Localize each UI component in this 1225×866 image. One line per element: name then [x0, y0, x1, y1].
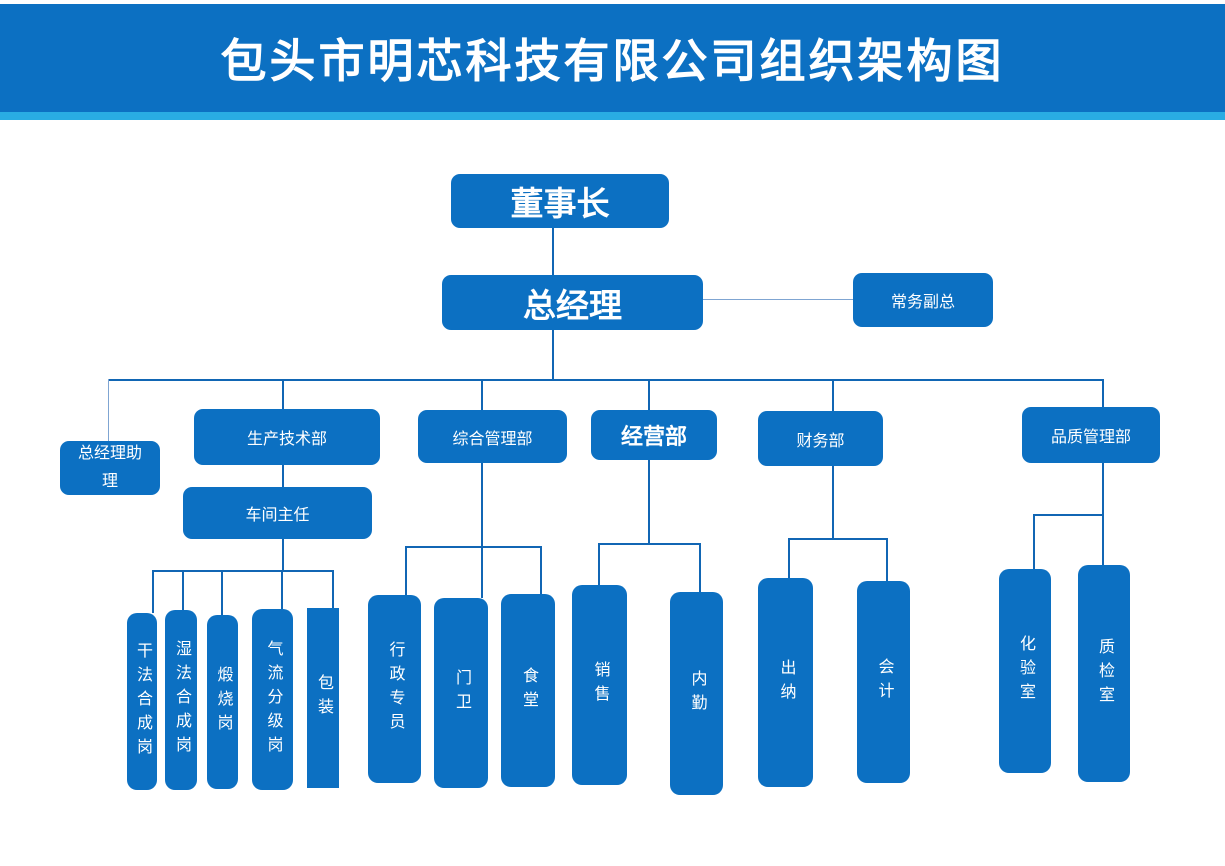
connector-line [108, 379, 109, 441]
node-general-manager: 总经理 [442, 275, 703, 330]
node-finance-dept: 财务部 [758, 411, 883, 466]
connector-line [108, 379, 1104, 381]
connector-line [182, 570, 184, 610]
node-label: 湿法合成岗 [173, 640, 190, 760]
title-banner: 包头市明芯科技有限公司组织架构图 [0, 4, 1225, 112]
connector-line [1033, 514, 1035, 569]
connector-line [481, 546, 483, 598]
node-inspection-room: 质检室 [1078, 565, 1130, 782]
node-label: 质检室 [1096, 637, 1113, 710]
connector-line [788, 538, 790, 578]
connector-line [598, 543, 600, 585]
node-production-tech-dept: 生产技术部 [194, 409, 380, 465]
connector-line [481, 379, 483, 410]
node-label: 干法合成岗 [134, 641, 151, 762]
node-label: 会计 [875, 658, 893, 706]
banner-accent-stripe [0, 112, 1225, 120]
node-label: 内勤 [688, 669, 706, 718]
node-label: 董事长 [510, 185, 610, 222]
connector-line [1102, 379, 1104, 407]
node-label: 行政专员 [386, 641, 404, 737]
node-label: 常务副总 [890, 294, 955, 311]
node-label: 生产技术部 [246, 431, 327, 448]
node-cashier: 出纳 [758, 578, 813, 787]
node-wet-synthesis-post: 湿法合成岗 [165, 610, 197, 790]
node-label: 总经理 [523, 286, 622, 324]
node-calcination-post: 煅烧岗 [207, 615, 238, 789]
connector-line [648, 379, 650, 410]
node-label: 气流分级岗 [264, 639, 282, 760]
node-label: 车间主任 [245, 507, 310, 524]
connector-line [281, 570, 283, 609]
connector-line [152, 570, 334, 572]
connector-line [703, 299, 853, 300]
connector-line [832, 466, 834, 538]
node-label: 品质管理部 [1050, 429, 1131, 446]
connector-line [1033, 514, 1104, 516]
connector-line [282, 539, 284, 570]
connector-line [788, 538, 888, 540]
connector-line [481, 463, 483, 546]
node-gate-guard: 门卫 [434, 598, 488, 788]
connector-line [282, 379, 284, 409]
page-title: 包头市明芯科技有限公司组织架构图 [220, 35, 1005, 87]
connector-line [152, 570, 154, 613]
node-office-support: 内勤 [670, 592, 723, 795]
node-label: 出纳 [777, 658, 795, 707]
node-admin-specialist: 行政专员 [368, 595, 421, 783]
node-operations-dept: 经营部 [591, 410, 717, 460]
connector-line [405, 546, 542, 548]
node-sales: 销售 [572, 585, 627, 785]
node-label: 销售 [591, 661, 609, 709]
node-label: 财务部 [796, 432, 845, 450]
connector-line [552, 330, 554, 380]
node-deputy-gm: 常务副总 [853, 273, 993, 327]
connector-line [1102, 514, 1104, 565]
node-label: 经营部 [620, 424, 687, 449]
node-label: 化验室 [1017, 635, 1034, 707]
connector-line [221, 570, 223, 615]
node-label: 门卫 [453, 669, 470, 717]
connector-line [832, 379, 834, 411]
node-label: 总经理助理 [77, 445, 142, 490]
connector-line [332, 570, 334, 608]
connector-line [598, 543, 701, 545]
connector-line [405, 546, 407, 595]
node-label: 包装 [315, 674, 332, 722]
node-quality-dept: 品质管理部 [1022, 407, 1160, 463]
connector-line [552, 228, 554, 275]
connector-line [282, 465, 284, 487]
node-label: 煅烧岗 [214, 666, 232, 738]
node-label: 食堂 [520, 666, 537, 715]
node-lab-room: 化验室 [999, 569, 1051, 773]
node-general-admin-dept: 综合管理部 [418, 410, 567, 463]
node-label: 综合管理部 [452, 430, 533, 448]
node-dry-synthesis-post: 干法合成岗 [127, 613, 157, 790]
connector-line [699, 543, 701, 592]
node-gm-assistant: 总经理助理 [60, 441, 160, 495]
connector-line [540, 546, 542, 594]
connector-line [1102, 463, 1104, 514]
connector-line [648, 460, 650, 543]
node-packaging-post: 包装 [307, 608, 339, 788]
node-airflow-grading-post: 气流分级岗 [252, 609, 293, 790]
node-workshop-director: 车间主任 [183, 487, 372, 539]
connector-line [886, 538, 888, 581]
node-accountant: 会计 [857, 581, 910, 783]
node-canteen: 食堂 [501, 594, 555, 787]
node-chairman: 董事长 [451, 174, 669, 228]
